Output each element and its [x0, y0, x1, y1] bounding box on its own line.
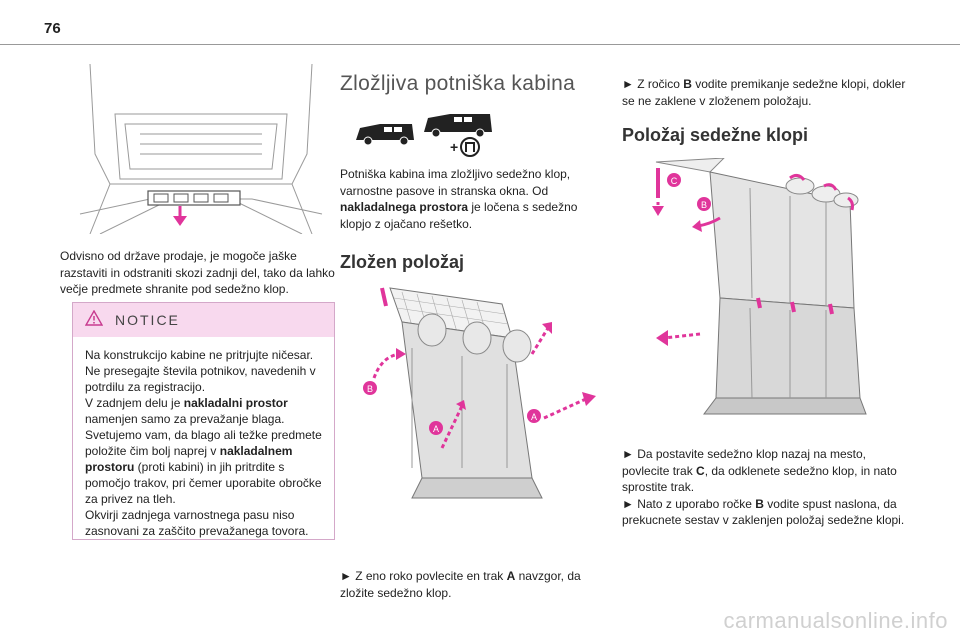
notice-text-segment: V zadnjem delu je [85, 396, 184, 410]
notice-title: NOTICE [115, 312, 180, 328]
label-b: B [367, 384, 373, 394]
notice-text-segment: namenjen samo za prevažanje blaga. Svetu… [85, 412, 322, 458]
page-number: 76 [44, 20, 61, 37]
notice-text-segment: Okvirji zadnjega varnostnega pasu niso z… [85, 508, 309, 538]
label-a-1: A [433, 424, 439, 434]
step-return-seat: ► Da postavite sedežno klop nazaj na mes… [622, 447, 897, 494]
intro-paragraph: Potniška kabina ima zložljivo sedežno kl… [340, 167, 578, 231]
notice-text: Na konstrukcijo kabine ne pritrjujte nič… [73, 337, 334, 539]
label-c: C [671, 176, 678, 186]
page-title: Zložljiva potniška kabina [340, 72, 576, 95]
label-b-2: B [701, 200, 707, 210]
step-lower-backrest: ► Nato z uporabo ročke B vodite spust na… [622, 496, 905, 528]
header-rule [0, 44, 960, 45]
footer-watermark: carmanualsonline.info [723, 608, 948, 633]
notice-header: NOTICE [73, 303, 334, 337]
van-long-icon [424, 114, 492, 138]
figure-cargo-floor [70, 63, 332, 235]
section-seat-position-title: Položaj sedežne klopi [622, 125, 809, 145]
figure-folded-seat: A A B [352, 278, 604, 514]
plus-sign: + [450, 139, 458, 155]
notice-box: NOTICE Na konstrukcijo kabine ne pritrju… [72, 302, 335, 540]
figure-van-icons: + [354, 110, 494, 160]
figure-seat-position: C B [640, 157, 880, 430]
notice-bold-term: nakladalnem prostoru [85, 444, 293, 474]
step-fold-seat: ► Z eno roko povlecite en trak A navzgor… [340, 569, 581, 600]
notice-text-segment: (proti kabini) in jih pritrdite s pomočj… [85, 460, 322, 506]
step-guide-seat: ► Z ročico B vodite premikanje sedežne k… [622, 77, 906, 108]
warning-icon [84, 309, 104, 331]
notice-text-segment: Na konstrukcijo kabine ne pritrjujte nič… [85, 348, 316, 394]
label-a-2: A [531, 412, 537, 422]
notice-bold-term: nakladalni prostor [183, 396, 288, 410]
van-icon [356, 124, 414, 146]
seat-option-icon [460, 137, 480, 157]
section-folded-title: Zložen položaj [340, 252, 464, 272]
paragraph-storage: Odvisno od države prodaje, je mogoče jaš… [60, 249, 335, 296]
